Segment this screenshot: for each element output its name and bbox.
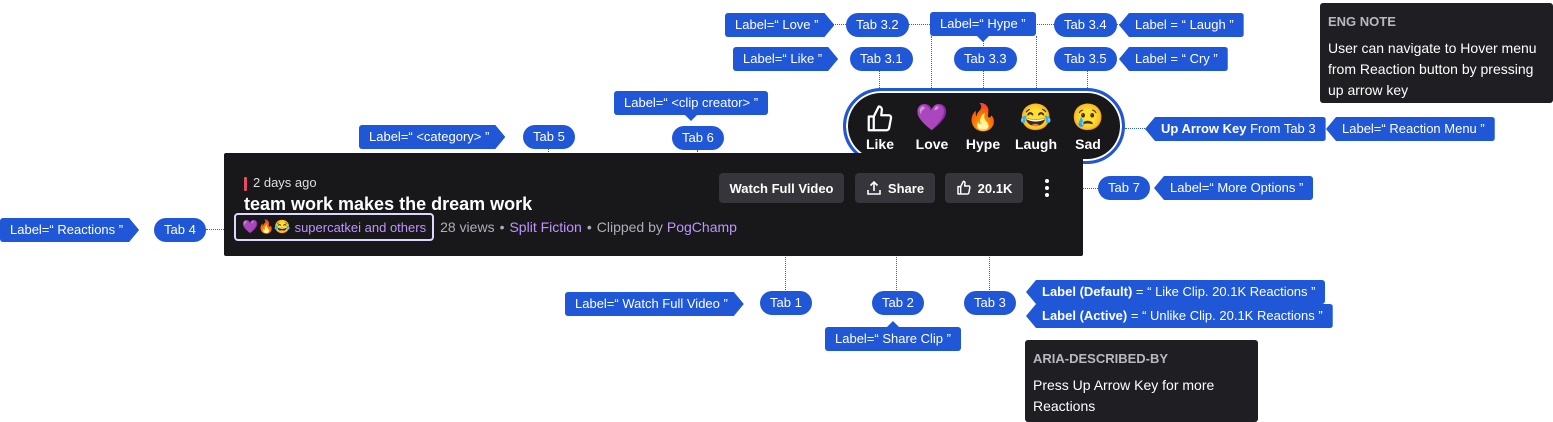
connector	[1032, 24, 1054, 25]
up-arrow-callout: Up Arrow Key From Tab 3	[1145, 117, 1326, 141]
like-label-callout: Label=“ Like ”	[733, 47, 838, 71]
sad-face-icon: 😢	[1071, 102, 1105, 132]
category-label-callout: Label=“ <category> ”	[359, 125, 505, 149]
cry-label-callout: Label = “ Cry ”	[1119, 47, 1228, 71]
purple-heart-icon: 💜	[915, 102, 949, 132]
share-clip-label-callout: Label=“ Share Clip ”	[825, 321, 961, 351]
like-count: 20.1K	[977, 180, 1013, 196]
connector	[206, 229, 236, 230]
thumbs-up-icon	[855, 100, 905, 134]
reactors-text: supercatkei and others	[294, 219, 427, 235]
reaction-laugh-label: Laugh	[1015, 136, 1057, 152]
tab-3-3-badge: Tab 3.3	[954, 47, 1017, 71]
clip-title: team work makes the dream work	[244, 194, 533, 214]
laugh-face-icon: 😂	[1019, 102, 1053, 132]
tab-5-badge: Tab 5	[523, 125, 575, 149]
from-tab-3-text: From Tab 3	[1250, 121, 1316, 136]
reaction-laugh[interactable]: 😂 Laugh	[1011, 100, 1061, 152]
reaction-sad-label: Sad	[1075, 136, 1101, 152]
label-active-value: = “ Unlike Clip. 20.1K Reactions ”	[1130, 308, 1323, 323]
reactions-button[interactable]: 💜🔥😂 supercatkei and others	[234, 213, 435, 241]
label-default-value: = “ Like Clip. 20.1K Reactions ”	[1135, 284, 1316, 299]
thumbs-up-icon	[956, 180, 972, 197]
tab-3-badge: Tab 3	[964, 291, 1016, 315]
connector	[826, 24, 846, 25]
reaction-hype[interactable]: 🔥 Hype	[958, 100, 1008, 152]
tab-3-1-badge: Tab 3.1	[850, 47, 913, 71]
aria-described-by-note: ARIA-DESCRIBED-BY Press Up Arrow Key for…	[1025, 340, 1258, 422]
time-ago-text: 2 days ago	[253, 175, 317, 190]
connector	[1087, 70, 1088, 98]
watch-full-video-label-callout: Label=“ Watch Full Video ”	[565, 292, 744, 316]
reaction-like-label: Like	[865, 136, 894, 152]
reactor-avatars-icon: 💜🔥😂	[242, 219, 291, 234]
like-label-active-callout: Label (Active) = “ Unlike Clip. 20.1K Re…	[1026, 304, 1333, 328]
tab-1-badge: Tab 1	[760, 291, 812, 315]
share-label: Share	[887, 180, 925, 196]
time-ago: 2 days ago	[244, 175, 317, 191]
reaction-like[interactable]: Like	[855, 100, 905, 152]
clip-creator-label-callout: Label=“ <clip creator> ”	[614, 91, 769, 121]
watch-full-video-button[interactable]: Watch Full Video	[719, 173, 844, 203]
connector	[879, 70, 880, 98]
tab-2-badge: Tab 2	[872, 291, 924, 315]
views-count: 28 views	[440, 219, 495, 235]
reaction-hype-label: Hype	[965, 136, 1001, 152]
like-reaction-button[interactable]: 20.1K	[945, 173, 1023, 203]
reaction-sad[interactable]: 😢 Sad	[1063, 100, 1113, 152]
reaction-love[interactable]: 💜 Love	[907, 100, 957, 152]
share-icon	[866, 180, 882, 197]
tab-4-badge: Tab 4	[154, 218, 206, 242]
reaction-love-label: Love	[915, 136, 949, 152]
clip-card: 2 days ago team work makes the dream wor…	[224, 153, 1083, 256]
love-label-callout: Label=“ Love ”	[725, 13, 834, 37]
label-default-key: Label (Default)	[1042, 284, 1133, 299]
hype-label-callout: Label=“ Hype ”	[930, 12, 1036, 42]
connector	[931, 36, 932, 98]
aria-note-body: Press Up Arrow Key for more Reactions	[1033, 377, 1215, 414]
live-bar	[244, 176, 247, 191]
eng-note: ENG NOTE User can navigate to Hover menu…	[1320, 3, 1553, 103]
connector	[1125, 128, 1147, 129]
aria-note-title: ARIA-DESCRIBED-BY	[1033, 351, 1169, 366]
more-options-label-callout: Label=“ More Options ”	[1154, 176, 1314, 200]
eng-note-body: User can navigate to Hover menu from Rea…	[1328, 40, 1537, 98]
connector	[1036, 36, 1037, 98]
eng-note-title: ENG NOTE	[1328, 14, 1396, 29]
connector	[908, 24, 930, 25]
clip-meta: 💜🔥😂 supercatkei and others 28 views • Sp…	[234, 213, 737, 241]
clip-creator-link[interactable]: PogChamp	[666, 219, 737, 235]
more-options-icon[interactable]	[1040, 177, 1054, 199]
tab-3-5-badge: Tab 3.5	[1054, 47, 1117, 71]
reactions-label-callout: Label=“ Reactions ”	[0, 218, 139, 242]
reaction-menu-label-callout: Label=“ Reaction Menu ”	[1326, 117, 1495, 141]
connector	[983, 70, 984, 98]
separator: •	[586, 219, 592, 235]
laugh-label-callout: Label = “ Laugh ”	[1119, 13, 1244, 37]
fire-icon: 🔥	[966, 102, 1000, 132]
tab-3-2-badge: Tab 3.2	[846, 13, 909, 37]
label-active-key: Label (Active)	[1042, 308, 1128, 323]
like-label-default-callout: Label (Default) = “ Like Clip. 20.1K Rea…	[1026, 280, 1326, 304]
tab-6-badge: Tab 6	[672, 126, 724, 150]
clipped-by-text: Clipped by	[596, 219, 663, 235]
tab-3-4-badge: Tab 3.4	[1054, 13, 1117, 37]
category-link[interactable]: Split Fiction	[509, 219, 582, 235]
separator: •	[499, 219, 505, 235]
up-arrow-key-text: Up Arrow Key	[1161, 121, 1247, 136]
tab-7-badge: Tab 7	[1098, 176, 1150, 200]
share-button[interactable]: Share	[855, 173, 935, 203]
